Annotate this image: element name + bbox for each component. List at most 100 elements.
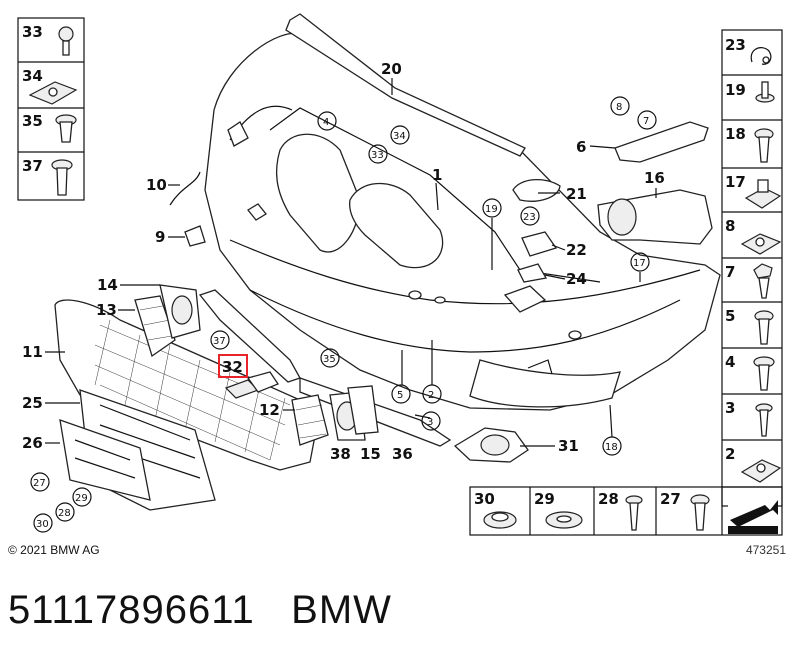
callout-33[interactable]: 33 [371, 150, 384, 161]
callout-15[interactable]: 15 [360, 445, 381, 463]
callout-12[interactable]: 12 [259, 401, 280, 419]
callout-17[interactable]: 17 [633, 258, 646, 269]
left-sidebar: 33 34 35 37 [17, 17, 85, 201]
callout-38[interactable]: 38 [330, 445, 351, 463]
strip-label-28[interactable]: 28 [598, 490, 619, 508]
callout-3[interactable]: 3 [427, 417, 433, 428]
washer-29-icon [545, 511, 583, 529]
highlight-box [218, 354, 248, 378]
strip-label-29[interactable]: 29 [534, 490, 555, 508]
strip-label-30[interactable]: 30 [474, 490, 495, 508]
sidebar-label-19[interactable]: 19 [725, 81, 746, 99]
mesh-13 [134, 295, 176, 358]
brand-name: BMW [291, 588, 392, 632]
sidebar-label-35[interactable]: 35 [22, 112, 43, 130]
callouts: 1 2 3 4 5 6 7 8 9 10 11 12 13 14 15 16 1… [22, 60, 665, 533]
sidebar-label-8[interactable]: 8 [725, 217, 735, 235]
part-32-sensor [218, 354, 279, 399]
callout-9[interactable]: 9 [155, 228, 165, 246]
callout-23[interactable]: 23 [523, 212, 536, 223]
bracket-6 [614, 121, 709, 163]
screw-18-icon [754, 128, 774, 163]
sidebar-label-23[interactable]: 23 [725, 36, 746, 54]
callout-35[interactable]: 35 [323, 354, 336, 365]
callout-26[interactable]: 26 [22, 434, 43, 452]
sidebar-label-18[interactable]: 18 [725, 125, 746, 143]
callout-5[interactable]: 5 [397, 390, 403, 401]
screw-27-icon [690, 494, 710, 531]
pin-19-icon [755, 81, 775, 103]
callout-4[interactable]: 4 [323, 117, 329, 128]
screw-4-icon [753, 356, 775, 391]
callout-20[interactable]: 20 [381, 60, 402, 78]
screw-35-icon [55, 114, 77, 143]
clip-33-icon [58, 26, 74, 56]
clip-nut-34-icon [28, 81, 78, 105]
screw-3-icon [755, 403, 773, 437]
rod-10 [169, 171, 201, 206]
sidebar-label-3[interactable]: 3 [725, 399, 735, 417]
callout-27[interactable]: 27 [33, 478, 46, 489]
callout-8[interactable]: 8 [616, 102, 622, 113]
callout-28[interactable]: 28 [58, 508, 71, 519]
callout-34[interactable]: 34 [393, 131, 406, 142]
clip-nut-17-icon [744, 179, 782, 209]
callout-6[interactable]: 6 [576, 138, 586, 156]
spring-clip-23-icon [750, 47, 772, 65]
sidebar-label-37[interactable]: 37 [22, 157, 43, 175]
callout-25[interactable]: 25 [22, 394, 43, 412]
callout-24[interactable]: 24 [566, 270, 587, 288]
callout-19[interactable]: 19 [485, 204, 498, 215]
callout-31[interactable]: 31 [558, 437, 579, 455]
callout-21[interactable]: 21 [566, 185, 587, 203]
callout-32[interactable]: 32 [222, 358, 243, 376]
grommet-30-icon [483, 511, 517, 529]
bottom-strip: 30 29 28 27 [469, 486, 783, 536]
clip-nut-2-icon [740, 459, 782, 483]
clip-nut-8-icon [740, 233, 782, 255]
sidebar-label-7[interactable]: 7 [725, 263, 735, 281]
lower-grille-11 [54, 299, 319, 471]
plate-holder-26 [59, 419, 151, 501]
callout-1[interactable]: 1 [432, 166, 442, 184]
strip-label-27[interactable]: 27 [660, 490, 681, 508]
callout-22[interactable]: 22 [566, 241, 587, 259]
callout-2[interactable]: 2 [428, 390, 434, 401]
callout-36[interactable]: 36 [392, 445, 413, 463]
screw-5-icon [754, 310, 774, 345]
callout-29[interactable]: 29 [75, 493, 88, 504]
view-arrow-icon [728, 500, 778, 534]
sidebar-label-5[interactable]: 5 [725, 307, 735, 325]
sidebar-label-2[interactable]: 2 [725, 445, 735, 463]
callout-37[interactable]: 37 [213, 336, 226, 347]
callout-18[interactable]: 18 [605, 442, 618, 453]
bracket-22 [521, 231, 558, 257]
callout-11[interactable]: 11 [22, 343, 43, 361]
sidebar-label-4[interactable]: 4 [725, 353, 735, 371]
sidebar-label-17[interactable]: 17 [725, 173, 746, 191]
strip-20 [285, 13, 526, 157]
bracket-15 [347, 385, 379, 435]
callout-16[interactable]: 16 [644, 169, 665, 187]
sidebar-label-33[interactable]: 33 [22, 23, 43, 41]
callout-30[interactable]: 30 [36, 519, 49, 530]
leader-lines [45, 78, 657, 447]
callout-7[interactable]: 7 [643, 116, 649, 127]
callout-14[interactable]: 14 [97, 276, 118, 294]
screw-7-icon [753, 263, 773, 299]
tow-hook-cover-21 [512, 179, 561, 202]
right-sidebar: 23 19 18 17 8 7 5 4 3 2 [721, 29, 783, 507]
copyright-text: © 2021 BMW AG [8, 543, 100, 557]
screw-28-icon [625, 495, 643, 531]
callout-10[interactable]: 10 [146, 176, 167, 194]
cap-9 [184, 225, 206, 247]
part-number-caption: 51117896611 BMW [8, 588, 392, 633]
sidebar-label-34[interactable]: 34 [22, 67, 43, 85]
mesh-12 [291, 394, 329, 446]
bracket-24 [517, 263, 548, 283]
callout-13[interactable]: 13 [96, 301, 117, 319]
part-number: 51117896611 [8, 588, 255, 632]
bolt-37-icon [51, 159, 73, 196]
diagram-reference: 473251 [745, 543, 786, 557]
